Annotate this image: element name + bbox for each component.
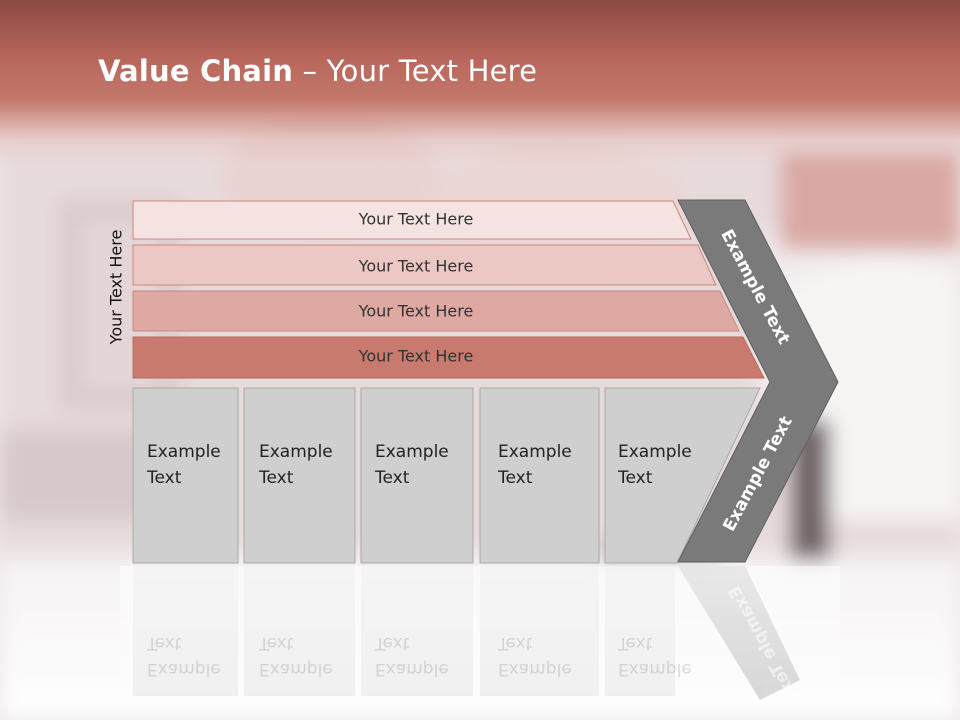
box-2-line1: Example [259,442,333,462]
bar-3[interactable] [132,290,740,332]
box-2-label: Example Text [259,439,333,491]
activity-box-2[interactable] [243,387,356,564]
box-5-label: Example Text [618,439,692,491]
box-5-line2: Text [618,468,653,488]
bar-2-label: Your Text Here [358,256,474,276]
title-rest: – Your Text Here [293,54,538,88]
bar-1-label: Your Text Here [358,209,474,229]
margin-arrow[interactable] [677,199,839,563]
box-1-line2: Text [147,468,182,488]
activity-box-3[interactable] [360,387,474,564]
box-1-line1: Example [147,442,221,462]
bar-3-label: Your Text Here [358,301,474,321]
box-3-label: Example Text [375,439,449,491]
box-3-line1: Example [375,442,449,462]
bar-1[interactable] [132,200,692,240]
bar-4[interactable] [132,336,765,379]
activity-box-5[interactable] [604,387,761,564]
header-band [0,0,960,165]
bar-4-label: Your Text Here [358,346,474,366]
box-2-line2: Text [259,468,294,488]
box-4-line2: Text [498,468,533,488]
box-4-label: Example Text [498,439,572,491]
box-3-line2: Text [375,468,410,488]
title-bold: Value Chain [98,54,294,88]
activity-box-1[interactable] [132,387,239,564]
box-4-line1: Example [498,442,572,462]
activity-box-4[interactable] [479,387,600,564]
box-1-label: Example Text [147,439,221,491]
box-5-line1: Example [618,442,692,462]
page-title: Value Chain – Your Text Here [98,54,537,88]
bar-2[interactable] [132,244,717,286]
